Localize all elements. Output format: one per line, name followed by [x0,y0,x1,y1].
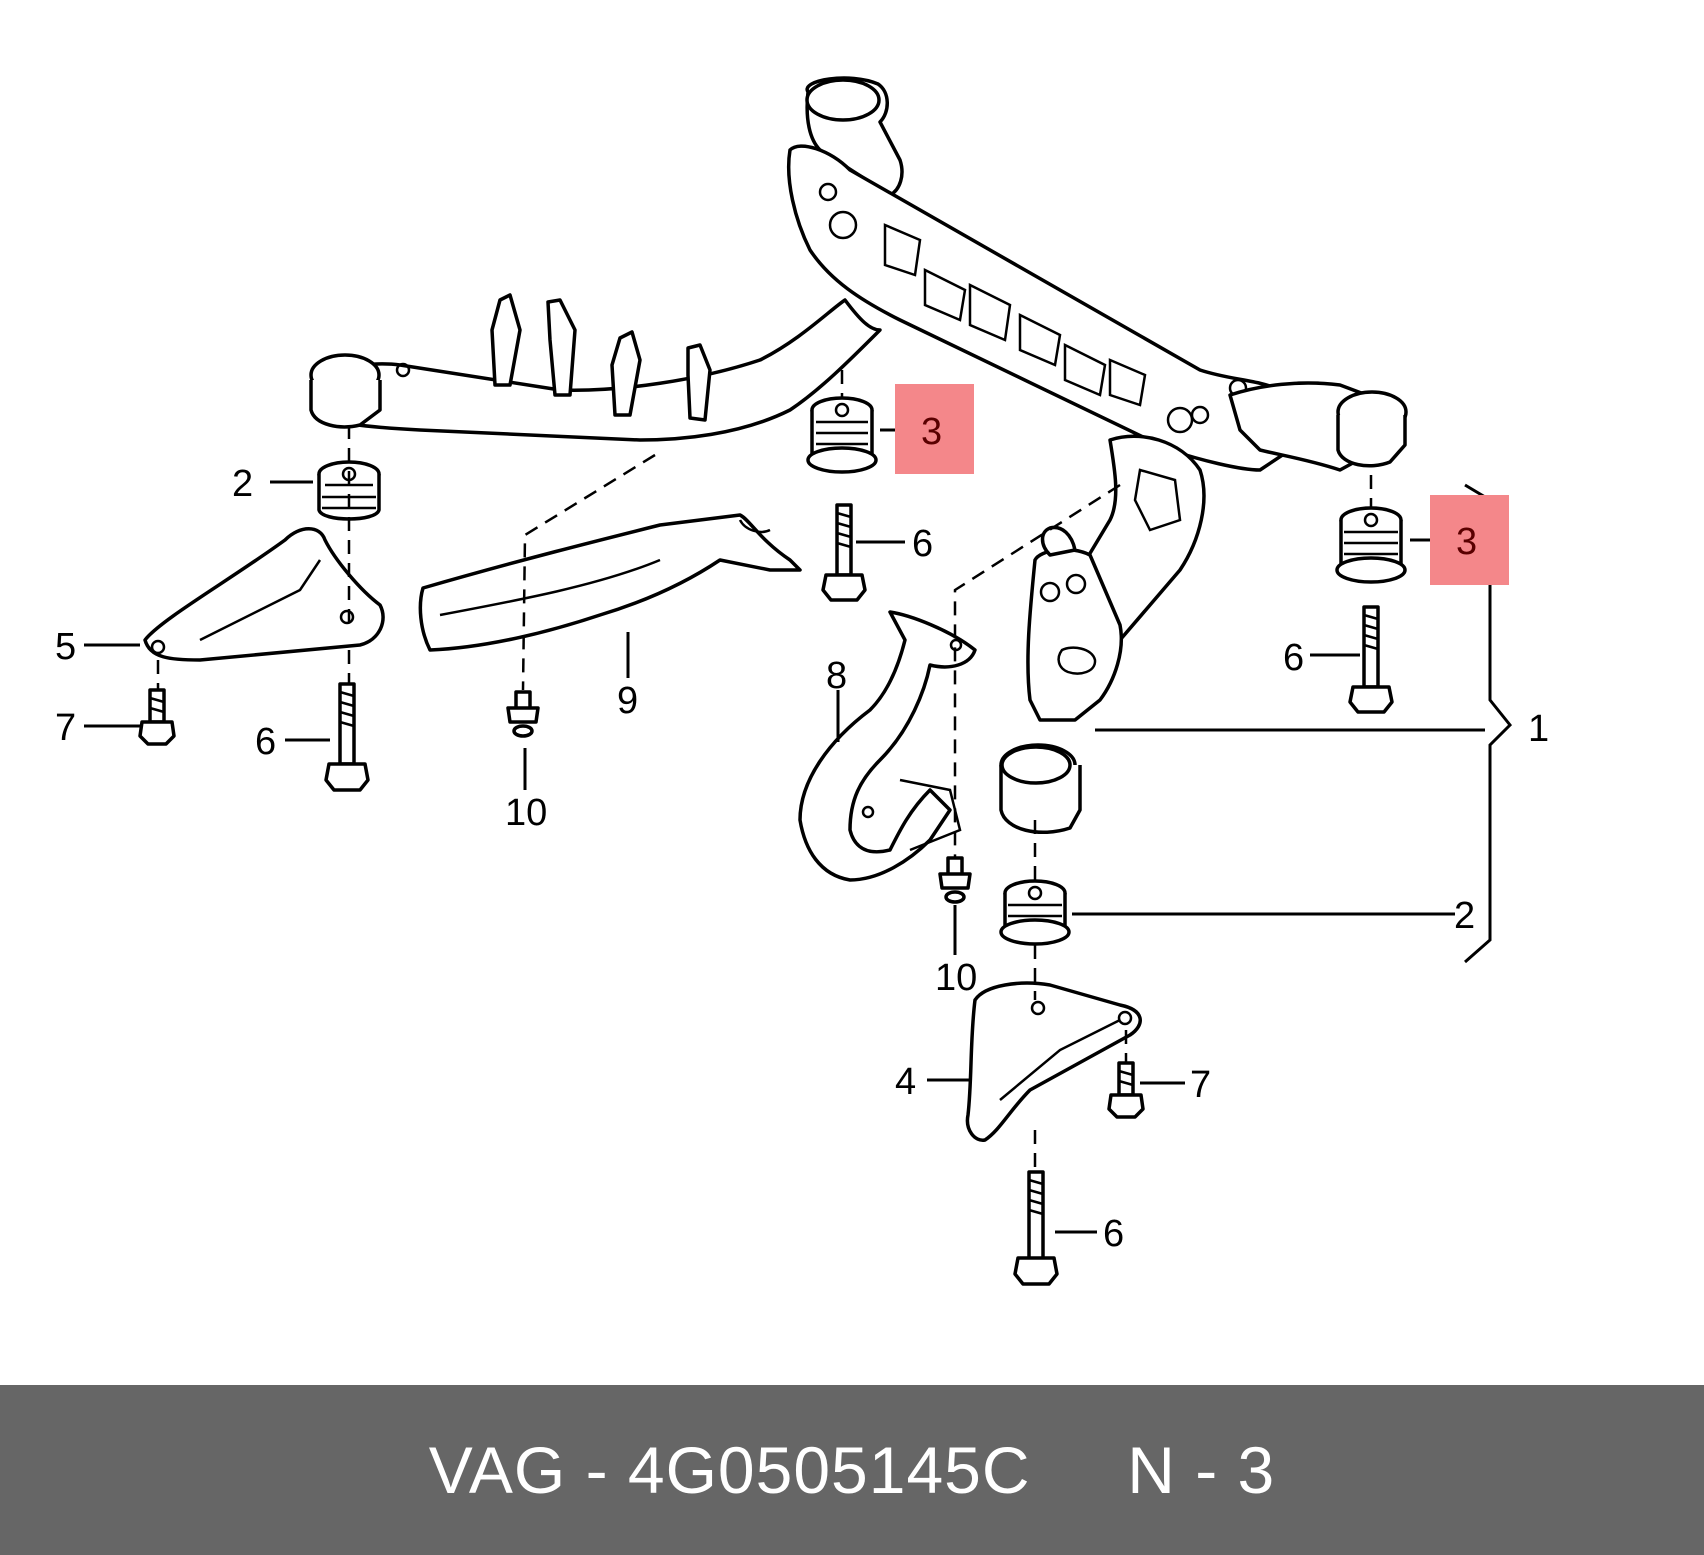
highlight-box-3-center [895,384,974,474]
callout-2-right: 2 [1454,895,1475,937]
callout-6-left: 6 [255,721,276,763]
callout-6-bottom: 6 [1103,1213,1124,1255]
callout-6-right: 6 [1283,637,1304,679]
bolt-7-right [1107,1061,1145,1119]
exploded-parts-drawing: 2 5 7 6 10 9 6 3 8 10 3 6 1 2 4 7 6 [55,76,1549,1286]
assembly-axes [156,370,1373,1172]
bushing-front [999,879,1071,946]
callout-3-right: 3 [1456,521,1477,563]
callout-4: 4 [895,1061,916,1103]
part-number-label: VAG - 4G0505145C N - 3 [428,1433,1276,1507]
bolt-6-center [821,503,867,602]
bolt-7-left [138,688,176,746]
callout-5: 5 [55,626,76,668]
callout-7-right: 7 [1190,1064,1211,1106]
shield-9 [418,513,802,652]
bracket-5 [143,527,385,662]
rear-subframe [309,76,1408,835]
callout-6-center: 6 [912,523,933,565]
callout-9: 9 [617,680,638,722]
fastener-10-right [938,856,972,904]
bracket-4 [965,981,1142,1142]
leader-lines [84,428,1513,1234]
callout-7-left: 7 [55,707,76,749]
bolt-6-bottom [1013,1170,1059,1286]
callout-2-left: 2 [232,463,253,505]
callout-8: 8 [826,655,847,697]
shield-8 [798,610,977,882]
callout-10-right: 10 [935,957,977,999]
callout-1: 1 [1528,708,1549,750]
bushing-center [806,396,878,474]
bolt-6-right [1348,605,1394,714]
bushing-left [317,460,381,521]
bolt-6-left [324,682,370,792]
bushing-right [1335,506,1407,584]
part-number-footer: VAG - 4G0505145C N - 3 [0,1385,1704,1555]
fastener-10-left [506,690,540,738]
highlight-box-3-right [1430,495,1509,585]
callout-3-center: 3 [921,411,942,453]
callout-10-left: 10 [505,792,547,834]
